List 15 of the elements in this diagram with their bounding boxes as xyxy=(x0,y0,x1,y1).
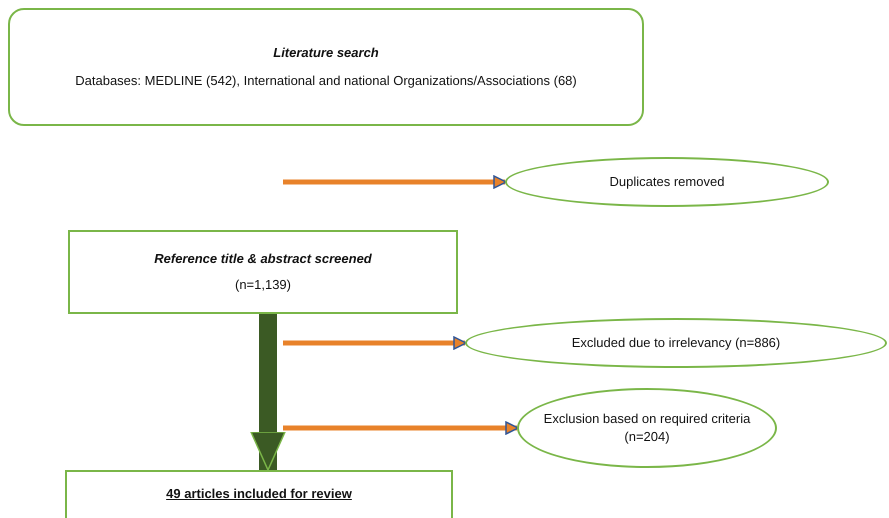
arrow xyxy=(250,314,286,471)
arrow xyxy=(283,175,507,189)
process-box xyxy=(65,470,453,518)
process-box xyxy=(8,8,644,126)
box-text: Databases: MEDLINE (542), International and national Organizations/Associations (68) xyxy=(75,72,577,90)
arrow xyxy=(283,421,519,435)
box-text: Excluded due to irrelevancy (n=886) xyxy=(572,334,780,352)
arrow xyxy=(283,336,467,350)
box-heading: Literature search xyxy=(273,44,379,60)
box-heading: Reference title & abstract screened xyxy=(154,250,372,266)
process-box xyxy=(68,230,458,314)
box-text: Duplicates removed xyxy=(610,173,724,191)
box-text: (n=1,139) xyxy=(234,276,291,294)
box-heading: 49 articles included for review xyxy=(166,486,352,501)
box-text: Exclusion based on required criteria (n=204) xyxy=(542,410,752,446)
